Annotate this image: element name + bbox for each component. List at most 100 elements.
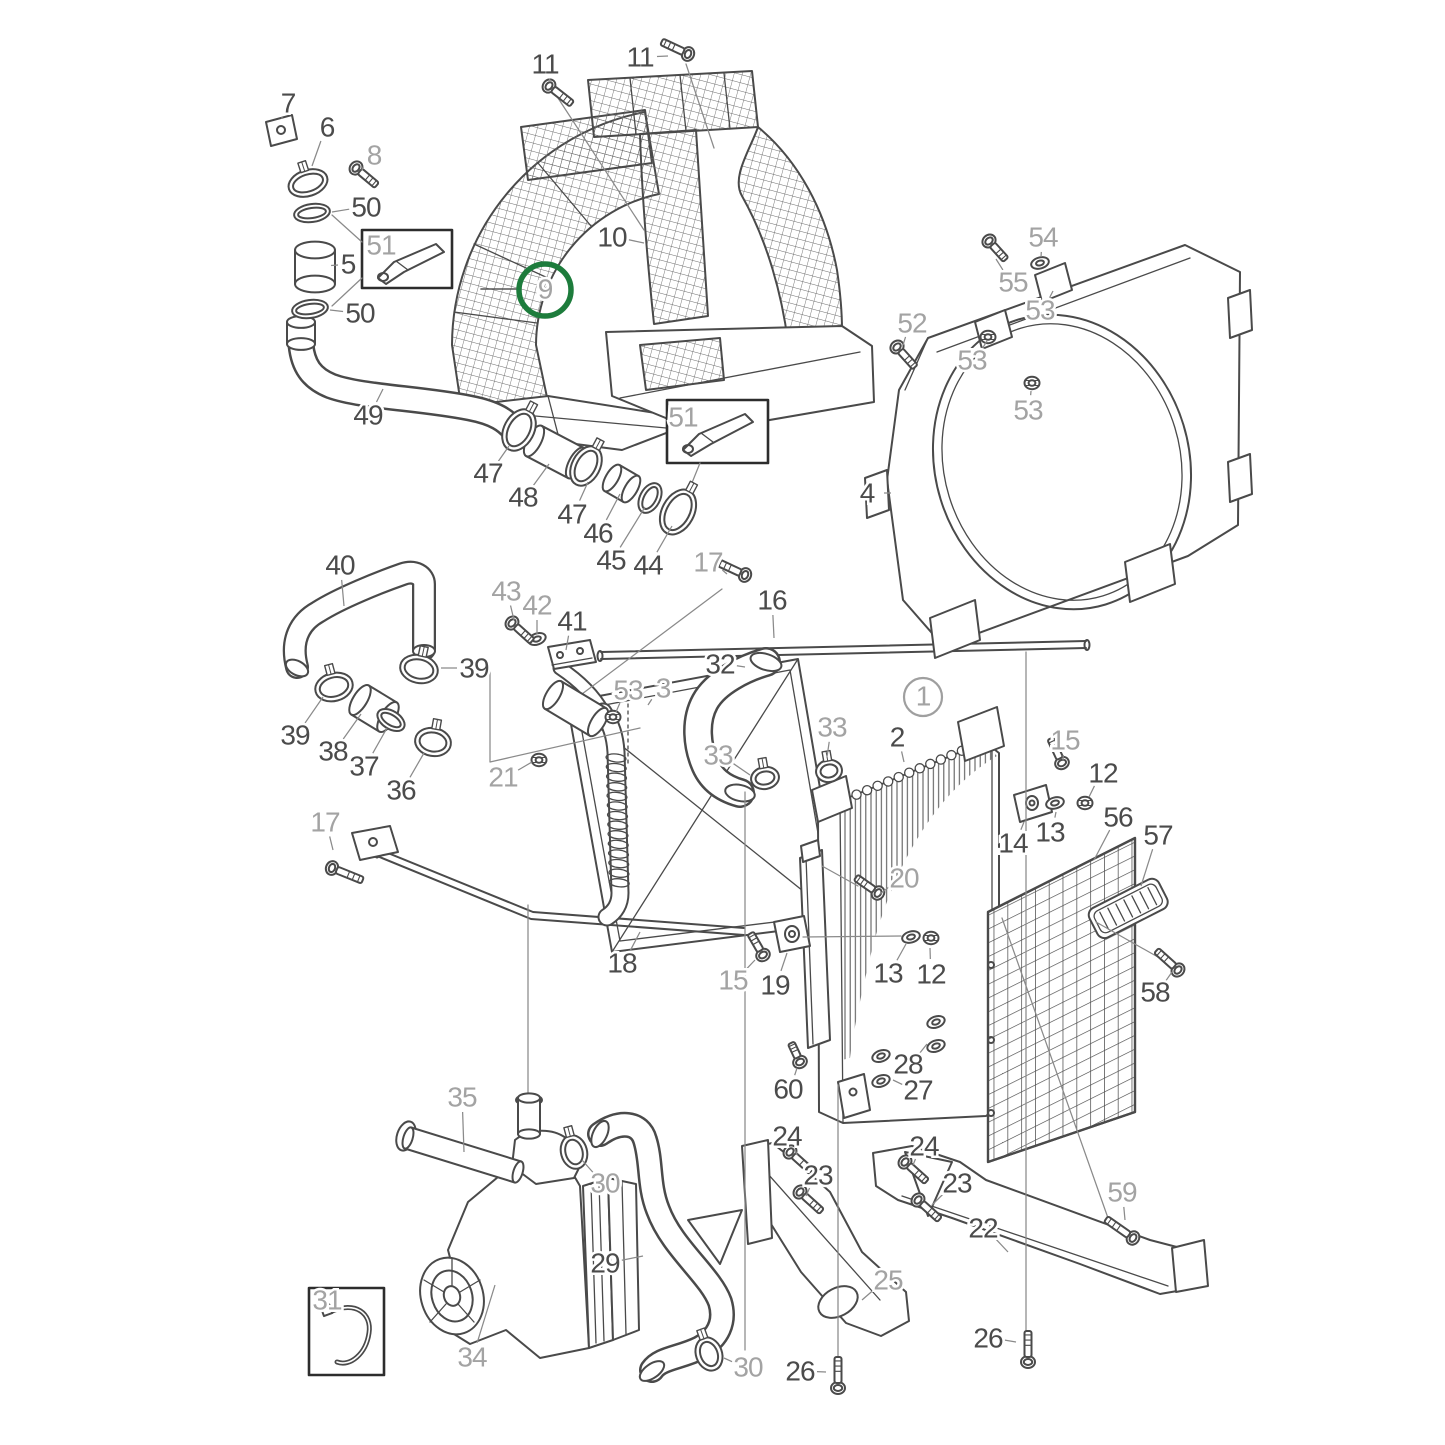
leader-13-57 (896, 943, 907, 961)
sleeve-icon (601, 463, 642, 504)
bolt-icon (897, 1154, 930, 1185)
fin-scallop (872, 780, 883, 792)
hose-rib (605, 762, 627, 773)
leader-60-59 (794, 1067, 798, 1076)
hose-rib (606, 801, 628, 811)
leader-35-73 (461, 1111, 465, 1153)
callout-59: 59 (1107, 1177, 1137, 1208)
nut-icon (604, 709, 622, 725)
hose-rib (605, 772, 628, 782)
bolt-icon (659, 38, 696, 62)
fin-scallop (861, 784, 873, 796)
sleeve-icon (517, 1092, 541, 1140)
hose-32-drawing (683, 647, 783, 808)
fin-scallop (925, 758, 936, 770)
leader-59-76 (1123, 1206, 1126, 1221)
bracket-19-drawing (773, 915, 811, 953)
callout-5: 5 (341, 249, 356, 280)
leader-12-49 (1088, 785, 1095, 798)
leader-23-65 (931, 1192, 945, 1206)
leader-25-67 (861, 1288, 875, 1301)
sleeve-icon (401, 1126, 525, 1184)
leader-28-60 (919, 1043, 928, 1054)
bolt-icon (324, 860, 365, 885)
washer-icon (1045, 796, 1065, 810)
leader-50-6 (329, 309, 344, 313)
leader-57-52 (1140, 849, 1154, 887)
bolt-icon (1103, 1215, 1141, 1246)
leader-16-27 (772, 614, 775, 639)
bracket-25-drawing (687, 1139, 910, 1337)
callout-50: 50 (351, 192, 381, 223)
leader-3-38 (647, 698, 653, 706)
callout-53: 53 (1025, 295, 1055, 326)
callout-13: 13 (873, 958, 903, 989)
callout-30: 30 (590, 1168, 620, 1199)
callout-14: 14 (998, 828, 1028, 859)
leader-19-56 (780, 952, 788, 972)
callout-49: 49 (353, 400, 383, 431)
hose-clamp-icon (314, 662, 354, 703)
fin-scallop (893, 771, 904, 783)
callout-23: 23 (942, 1168, 972, 1199)
grille-56-drawing (986, 836, 1137, 1164)
callout-15: 15 (718, 965, 748, 996)
bolt-icon (787, 1041, 808, 1070)
callout-29: 29 (590, 1248, 620, 1279)
sleeve-icon (294, 240, 336, 294)
seal-ring-icon (293, 202, 331, 224)
callout-12: 12 (1088, 758, 1118, 789)
callout-leaders (281, 55, 1173, 1373)
callout-22: 22 (968, 1213, 998, 1244)
fan-shroud-4-drawing (864, 244, 1253, 659)
fin-scallop (882, 776, 894, 787)
callout-11: 11 (626, 42, 653, 73)
leader-55-13 (995, 258, 1004, 271)
leader-32-39 (736, 665, 746, 668)
leader-45-23 (619, 506, 646, 548)
hose-rib (607, 849, 630, 859)
leader-53-16 (982, 340, 988, 349)
leader-48-20 (533, 463, 550, 486)
leader-52-15 (902, 336, 907, 346)
hose-rib (607, 820, 629, 830)
fin-scallop (935, 754, 947, 765)
leader-17-26 (721, 569, 728, 575)
callout-17: 17 (310, 807, 340, 838)
fin-scallop (946, 749, 957, 761)
nut-icon (979, 329, 997, 345)
callout-58: 58 (1140, 977, 1170, 1008)
leader-46-22 (605, 493, 621, 521)
leader-lines-static (331, 63, 1173, 1361)
leader-53-37 (615, 702, 621, 713)
highlight-circle (516, 261, 574, 319)
leader-24-64 (912, 1158, 917, 1166)
leader-10-10 (628, 239, 645, 244)
leader-50-3 (331, 208, 350, 213)
callout-11: 11 (531, 49, 558, 80)
callout-23: 23 (803, 1160, 833, 1191)
callout-7: 7 (281, 88, 296, 119)
water-pump-34-drawing (419, 1093, 640, 1359)
callout-8: 8 (367, 140, 382, 171)
hose-rib (606, 810, 629, 821)
leader-47-19 (497, 445, 510, 462)
leader-56-51 (1093, 829, 1111, 861)
callout-30: 30 (733, 1352, 763, 1383)
leader-43-28 (509, 605, 515, 621)
leader-17-41 (329, 836, 334, 851)
hose-clamp-icon (569, 437, 605, 487)
callout-55: 55 (998, 267, 1028, 298)
bolt-icon (1047, 736, 1070, 771)
callout-51: 51 (668, 402, 698, 433)
callout-27: 27 (903, 1075, 933, 1106)
leader-30-70 (581, 1159, 594, 1173)
hose-clamp-icon (815, 749, 843, 784)
nut-icon (1023, 375, 1041, 391)
bolt-icon (853, 874, 886, 901)
sleeve-icon (286, 315, 316, 351)
callout-53: 53 (613, 675, 643, 706)
fan-guard-10-drawing (587, 70, 875, 433)
